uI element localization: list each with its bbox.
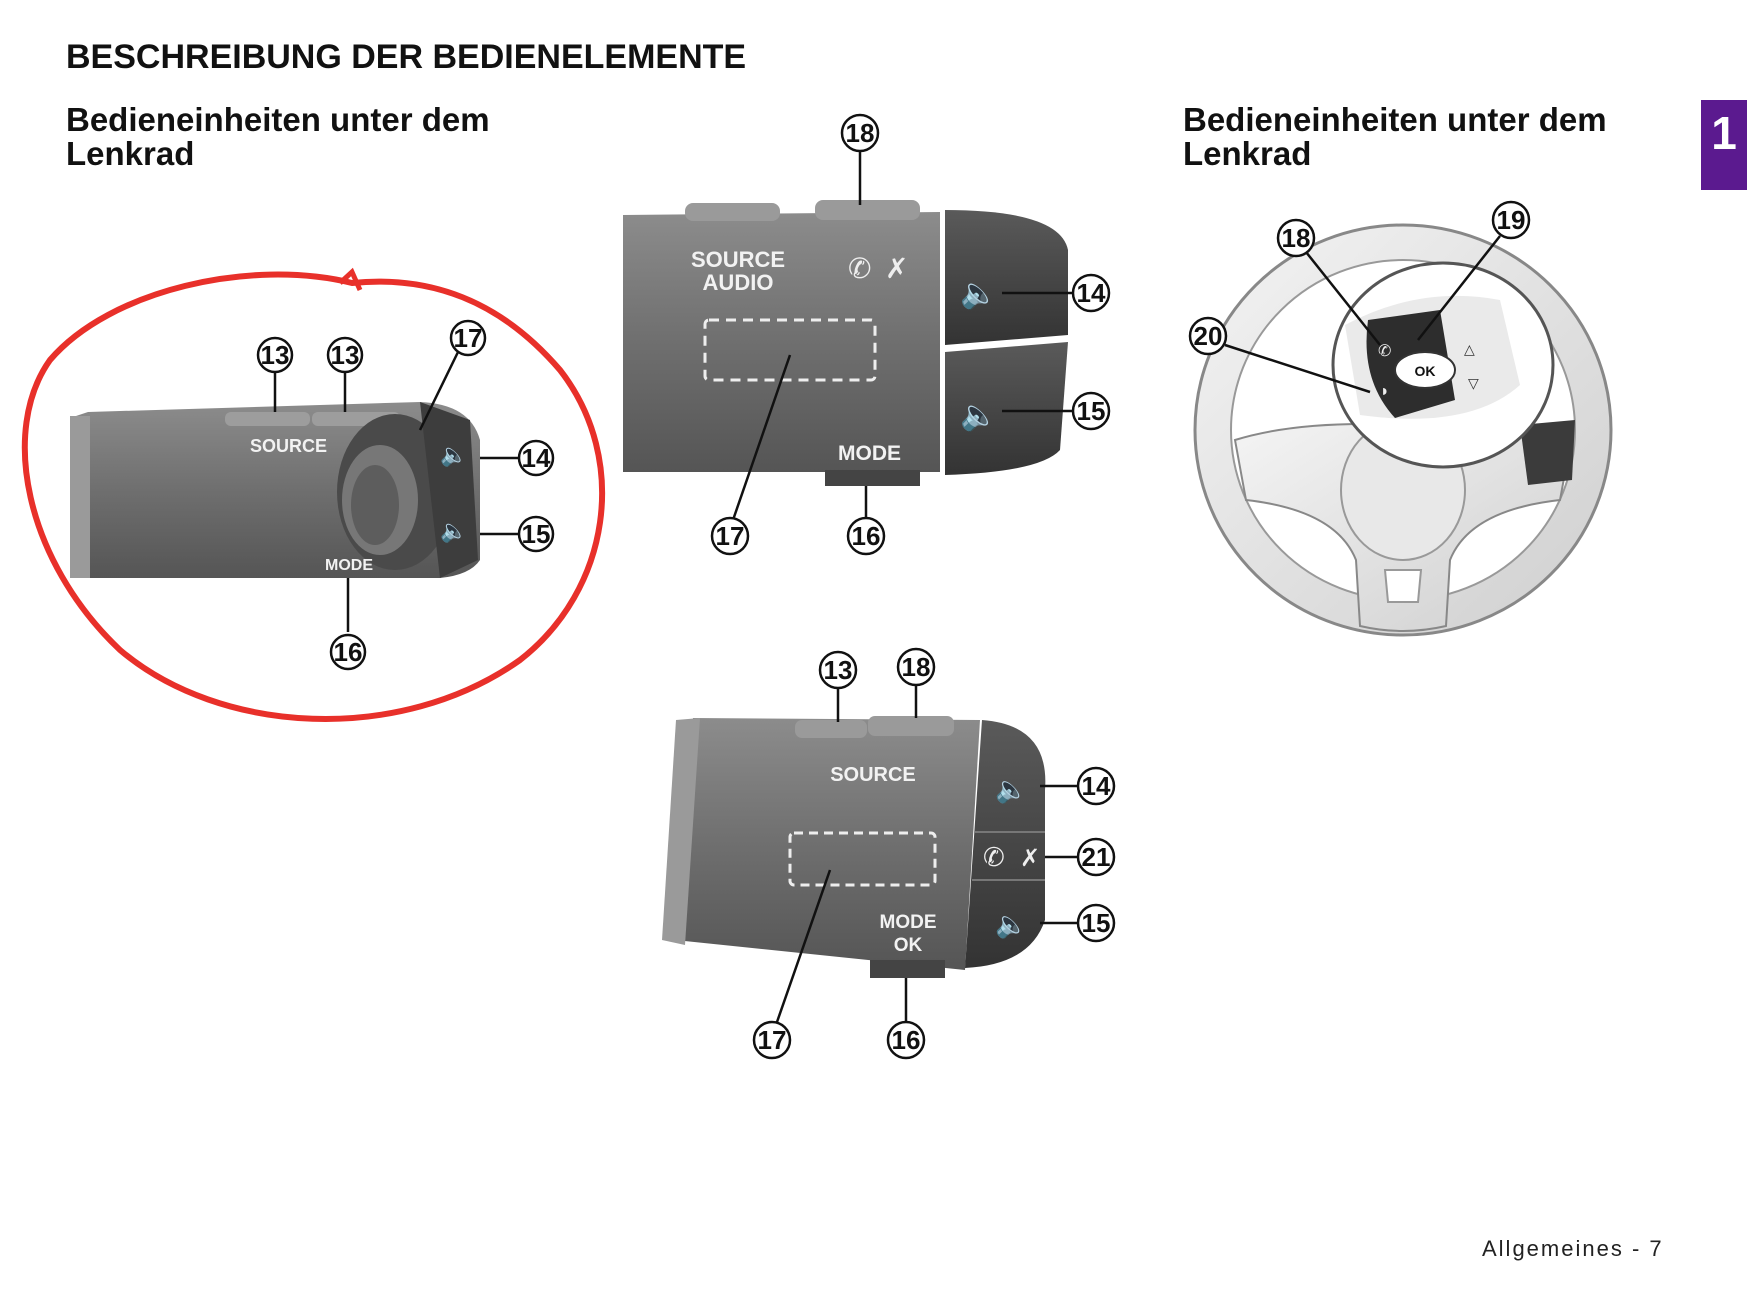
fig-d-ok-label: OK bbox=[1415, 363, 1436, 379]
svg-text:21: 21 bbox=[1082, 842, 1111, 872]
figure-c-stalk: SOURCE MODE OK 🔈 ✆ ✗ 🔈 13 18 14 21 15 17… bbox=[662, 647, 1116, 1060]
svg-text:13: 13 bbox=[261, 340, 290, 370]
fig-b-volume-down-icon: 🔈 bbox=[960, 399, 997, 433]
svg-text:18: 18 bbox=[1282, 223, 1311, 253]
callout-18: 18 bbox=[1276, 218, 1316, 258]
svg-text:20: 20 bbox=[1194, 321, 1223, 351]
subtitle-right: Bedieneinheiten unter dem Lenkrad bbox=[1183, 101, 1607, 172]
svg-text:16: 16 bbox=[892, 1025, 921, 1055]
svg-text:17: 17 bbox=[758, 1025, 787, 1055]
svg-text:13: 13 bbox=[331, 340, 360, 370]
svg-text:14: 14 bbox=[522, 443, 551, 473]
fig-a-volume-up-icon: 🔈 bbox=[440, 442, 467, 468]
callout-20: 20 bbox=[1188, 316, 1228, 356]
chapter-tab: 1 bbox=[1701, 100, 1747, 190]
callout-14: 14 bbox=[1071, 273, 1111, 313]
fig-a-source-label: SOURCE bbox=[250, 436, 327, 456]
fig-b-dashed-area bbox=[703, 318, 877, 382]
fig-c-source-label: SOURCE bbox=[830, 764, 916, 786]
callout-13: 13 bbox=[326, 336, 364, 374]
fig-c-dashed-area bbox=[788, 831, 937, 887]
fig-c-phone-icon: ✆ bbox=[983, 842, 1005, 872]
callout-16: 16 bbox=[886, 1020, 926, 1060]
callout-13: 13 bbox=[818, 650, 858, 690]
fig-d-up-arrow-icon: △ bbox=[1464, 341, 1475, 357]
callout-18: 18 bbox=[896, 647, 936, 687]
svg-text:15: 15 bbox=[522, 519, 551, 549]
callout-16: 16 bbox=[329, 633, 367, 671]
svg-text:17: 17 bbox=[454, 323, 483, 353]
fig-a-mode-label: MODE bbox=[325, 557, 373, 574]
svg-text:15: 15 bbox=[1082, 908, 1111, 938]
svg-text:15: 15 bbox=[1077, 396, 1106, 426]
fig-c-mode-label: MODE bbox=[880, 912, 937, 933]
fig-d-voice-icon: ◗ bbox=[1380, 383, 1390, 400]
fig-b-source-label: SOURCE bbox=[691, 247, 785, 272]
svg-text:18: 18 bbox=[846, 118, 875, 148]
fig-d-phone-icon: ✆ bbox=[1378, 343, 1391, 360]
fig-b-phone-accept-icon: ✆ bbox=[848, 253, 871, 284]
svg-text:19: 19 bbox=[1497, 205, 1526, 235]
fig-c-volume-down-icon: 🔈 bbox=[995, 909, 1027, 940]
callout-14: 14 bbox=[517, 439, 555, 477]
fig-b-mode-label: MODE bbox=[838, 442, 901, 465]
callout-17: 17 bbox=[752, 1020, 792, 1060]
svg-text:13: 13 bbox=[824, 655, 853, 685]
fig-c-ok-label: OK bbox=[894, 935, 923, 956]
callout-18: 18 bbox=[840, 113, 880, 153]
red-highlight-circle bbox=[21, 271, 606, 722]
chapter-number: 1 bbox=[1711, 107, 1737, 159]
svg-text:16: 16 bbox=[334, 637, 363, 667]
fig-c-mute-icon: ✗ bbox=[1020, 845, 1040, 872]
figure-a-stalk: SOURCE MODE 🔈 🔈 13 13 17 14 15 16 bbox=[21, 267, 606, 722]
svg-text:18: 18 bbox=[902, 652, 931, 682]
fig-b-phone-reject-icon: ✗ bbox=[885, 253, 908, 284]
callout-17: 17 bbox=[449, 319, 487, 357]
callout-15: 15 bbox=[1076, 903, 1116, 943]
callout-13: 13 bbox=[256, 336, 294, 374]
callout-15: 15 bbox=[517, 515, 555, 553]
fig-b-volume-up-icon: 🔈 bbox=[960, 277, 997, 311]
page-title: BESCHREIBUNG DER BEDIENELEMENTE bbox=[66, 38, 747, 76]
callout-21: 21 bbox=[1076, 837, 1116, 877]
fig-d-down-arrow-icon: ▽ bbox=[1468, 375, 1479, 391]
fig-b-audio-label: AUDIO bbox=[703, 270, 774, 295]
svg-text:16: 16 bbox=[852, 521, 881, 551]
page-footer: Allgemeines - 7 bbox=[1482, 1236, 1664, 1261]
callout-17: 17 bbox=[710, 516, 750, 556]
figure-d-steering-wheel: OK △ ▽ ✆ ◗ 18 19 20 bbox=[1188, 200, 1613, 637]
svg-text:17: 17 bbox=[716, 521, 745, 551]
callout-14: 14 bbox=[1076, 766, 1116, 806]
svg-text:14: 14 bbox=[1077, 278, 1106, 308]
subtitle-left: Bedieneinheiten unter dem Lenkrad bbox=[66, 101, 490, 172]
svg-text:14: 14 bbox=[1082, 771, 1111, 801]
callout-15: 15 bbox=[1071, 391, 1111, 431]
fig-c-volume-up-icon: 🔈 bbox=[995, 774, 1027, 805]
callout-16: 16 bbox=[846, 516, 886, 556]
fig-a-volume-down-icon: 🔈 bbox=[440, 518, 467, 544]
figure-b-stalk: SOURCE AUDIO MODE ✆ ✗ 🔈 🔈 18 14 15 17 16 bbox=[623, 113, 1111, 556]
callout-19: 19 bbox=[1491, 200, 1531, 240]
